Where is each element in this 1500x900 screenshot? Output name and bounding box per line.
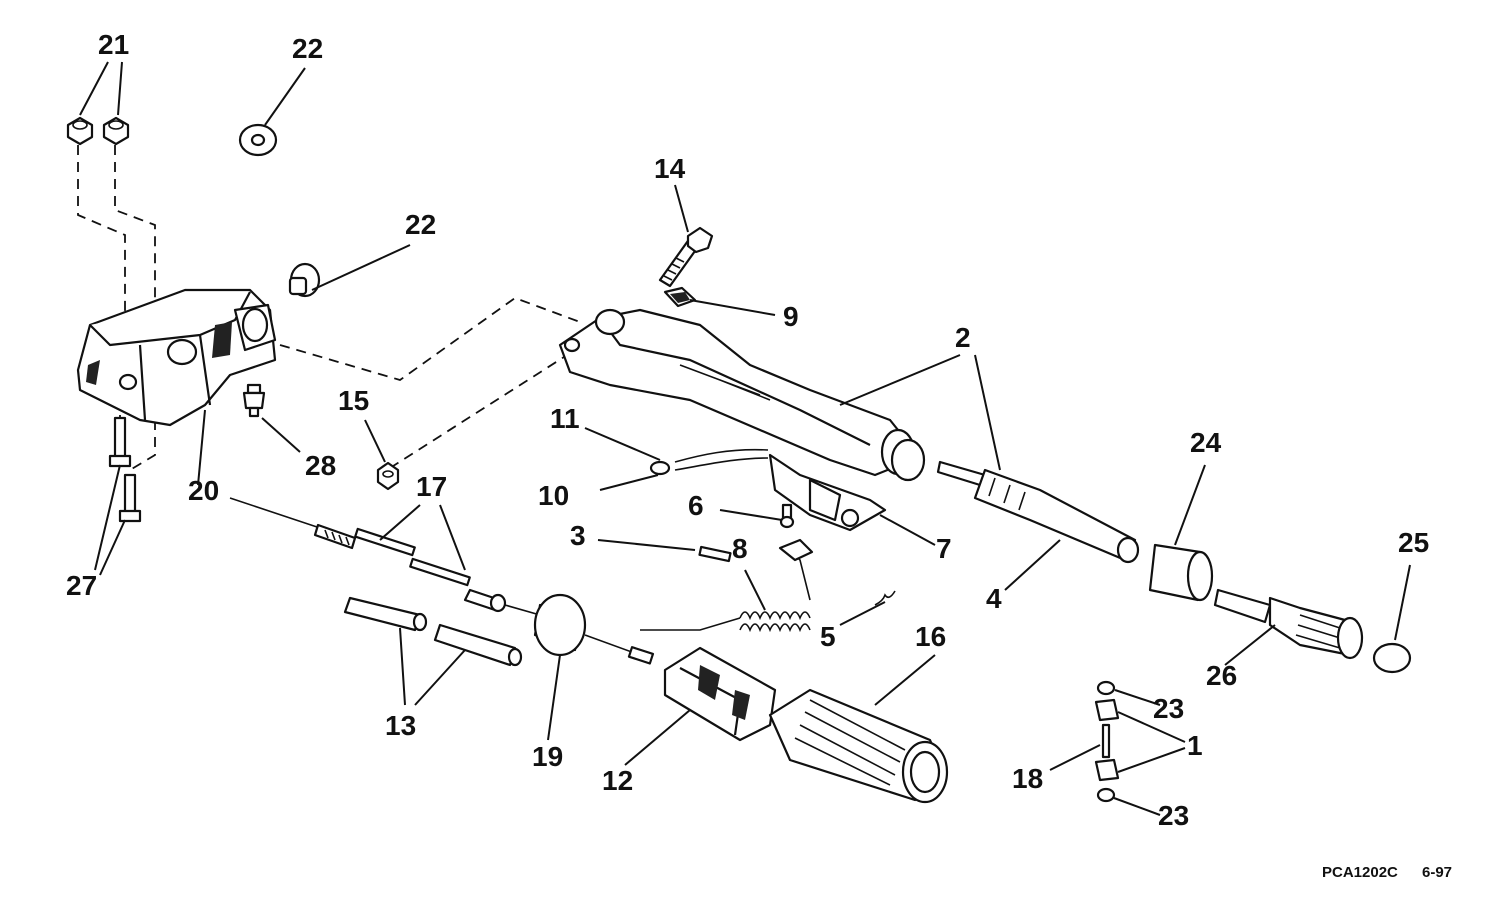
friction-block <box>533 593 655 665</box>
callout-10: 10 <box>538 480 569 511</box>
callout-17: 17 <box>416 471 447 502</box>
tube-pair <box>343 596 523 667</box>
washer-top <box>238 123 278 157</box>
throttle-grip <box>768 688 949 804</box>
bolt <box>658 226 714 288</box>
callout-26: 26 <box>1206 660 1237 691</box>
callout-25: 25 <box>1398 527 1429 558</box>
callout-24: 24 <box>1190 427 1222 458</box>
callout-4: 4 <box>986 583 1002 614</box>
footer-code: PCA1202C <box>1322 864 1398 881</box>
screw-pair <box>108 416 142 523</box>
end-cap <box>1372 642 1412 674</box>
grease-fitting <box>242 383 266 418</box>
callout-12: 12 <box>602 765 633 796</box>
switch-plate <box>768 453 887 532</box>
callout-14: 14 <box>654 153 686 184</box>
callout-16: 16 <box>915 621 946 652</box>
callout-22-top: 22 <box>292 33 323 64</box>
callout-19: 19 <box>532 741 563 772</box>
callout-22-mid: 22 <box>405 209 436 240</box>
callout-28: 28 <box>305 450 336 481</box>
wire-lead <box>649 448 769 476</box>
nut-pair <box>66 116 130 146</box>
callout-7: 7 <box>936 533 952 564</box>
throttle-cable <box>229 497 541 616</box>
callout-5: 5 <box>820 621 836 652</box>
callout-23-top: 23 <box>1153 693 1184 724</box>
callout-18: 18 <box>1012 763 1043 794</box>
small-hardware <box>1094 680 1120 803</box>
lock-nut <box>376 461 400 491</box>
lanyard-cord <box>640 538 814 633</box>
washer-mid <box>288 262 321 298</box>
callout-13: 13 <box>385 710 416 741</box>
callout-11: 11 <box>550 403 580 434</box>
callout-21: 21 <box>98 29 129 60</box>
tiller-arm <box>558 308 926 482</box>
bracket-housing <box>76 288 277 427</box>
bushing <box>1148 543 1214 602</box>
callout-labels: 21 22 22 14 9 2 15 11 10 6 3 28 20 17 24… <box>66 29 1429 831</box>
callout-6: 6 <box>688 490 704 521</box>
footer-date: 6-97 <box>1422 864 1452 881</box>
footer: PCA1202C 6-97 <box>1322 864 1452 881</box>
callout-27: 27 <box>66 570 97 601</box>
spring-clip <box>874 590 896 606</box>
throttle-housing <box>663 646 777 742</box>
callout-8: 8 <box>732 533 748 564</box>
callout-23-bottom: 23 <box>1158 800 1189 831</box>
callout-1: 1 <box>1187 730 1203 761</box>
callout-20: 20 <box>188 475 219 506</box>
callout-2: 2 <box>955 322 971 353</box>
clip <box>663 286 697 308</box>
callout-15: 15 <box>338 385 369 416</box>
throttle-shaft <box>936 460 1140 564</box>
leader-lines <box>79 61 1411 816</box>
callout-9: 9 <box>783 301 799 332</box>
pin <box>698 545 732 563</box>
shift-shaft <box>1213 588 1364 660</box>
callout-3: 3 <box>570 520 586 551</box>
small-screw <box>779 503 795 529</box>
